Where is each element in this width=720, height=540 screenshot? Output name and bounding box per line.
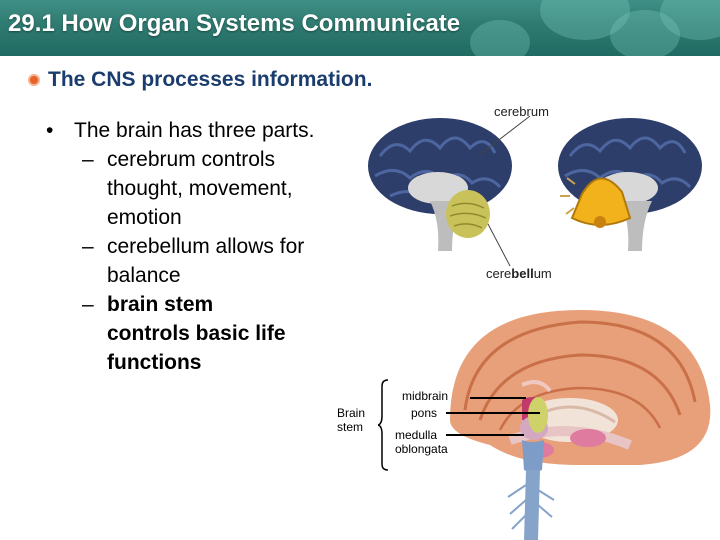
heading-row: The CNS processes information.	[28, 68, 372, 92]
label-part: um	[533, 266, 552, 281]
bracket-icon	[378, 379, 389, 471]
brain-stem-diagram	[446, 310, 711, 540]
list-item: – cerebrum controls thought, movement, e…	[82, 145, 376, 232]
text-line: emotion	[107, 206, 182, 229]
decorative-blob	[610, 10, 680, 56]
list-item-text: The brain has three parts.	[74, 119, 315, 142]
dash-icon: –	[82, 293, 94, 316]
list-item-text: brain stem controls basic life functions	[107, 290, 347, 377]
list-item: – brain stem controls basic life functio…	[82, 290, 376, 377]
title-bar: 29.1 How Organ Systems Communicate	[0, 0, 720, 56]
medulla-label: medulla oblongata	[395, 428, 448, 456]
section-heading: The CNS processes information.	[48, 68, 373, 91]
bullet-list: • The brain has three parts. – cerebrum …	[46, 116, 376, 377]
dash-icon: –	[82, 235, 94, 258]
list-item-text: cerebrum controls thought, movement, emo…	[107, 145, 347, 232]
spinal-cord	[524, 470, 540, 540]
text-line: cerebellum allows for	[107, 235, 305, 258]
text-line: cerebrum controls	[107, 148, 276, 171]
leader-line	[487, 223, 511, 267]
list-item: – cerebellum allows for balance	[82, 232, 376, 290]
text-line: Brain	[337, 406, 366, 420]
text-line: controls basic life	[107, 322, 286, 345]
midbrain-label: midbrain	[402, 389, 449, 403]
label-part: cere	[486, 266, 512, 281]
decorative-blob	[470, 20, 530, 56]
text-line: oblongata	[395, 442, 448, 456]
leader-line	[477, 115, 531, 157]
pons-label: pons	[411, 406, 438, 420]
brain-illustration	[368, 115, 702, 267]
brain-right-image	[558, 118, 702, 251]
cerebellum-label: cerebellum	[486, 266, 552, 281]
dash-icon: –	[82, 148, 94, 171]
medulla-shape	[522, 440, 544, 472]
bullet-dot-icon: •	[46, 119, 54, 142]
text-line: thought, movement,	[107, 177, 293, 200]
brain-left-image	[368, 118, 512, 251]
text-line: brain stem	[107, 293, 214, 316]
text-line: balance	[107, 264, 181, 287]
bullet-icon	[28, 74, 40, 86]
list-item-text: cerebellum allows for balance	[107, 232, 347, 290]
page-title: 29.1 How Organ Systems Communicate	[8, 10, 461, 37]
text-line: stem	[337, 420, 364, 434]
brain-stem-label: Brain stem	[337, 406, 365, 434]
cerebrum-label: cerebrum	[494, 104, 549, 119]
list-item: • The brain has three parts.	[46, 116, 376, 145]
label-part-bold: bell	[511, 266, 534, 281]
text-line: functions	[107, 351, 202, 374]
text-line: medulla	[395, 428, 438, 442]
